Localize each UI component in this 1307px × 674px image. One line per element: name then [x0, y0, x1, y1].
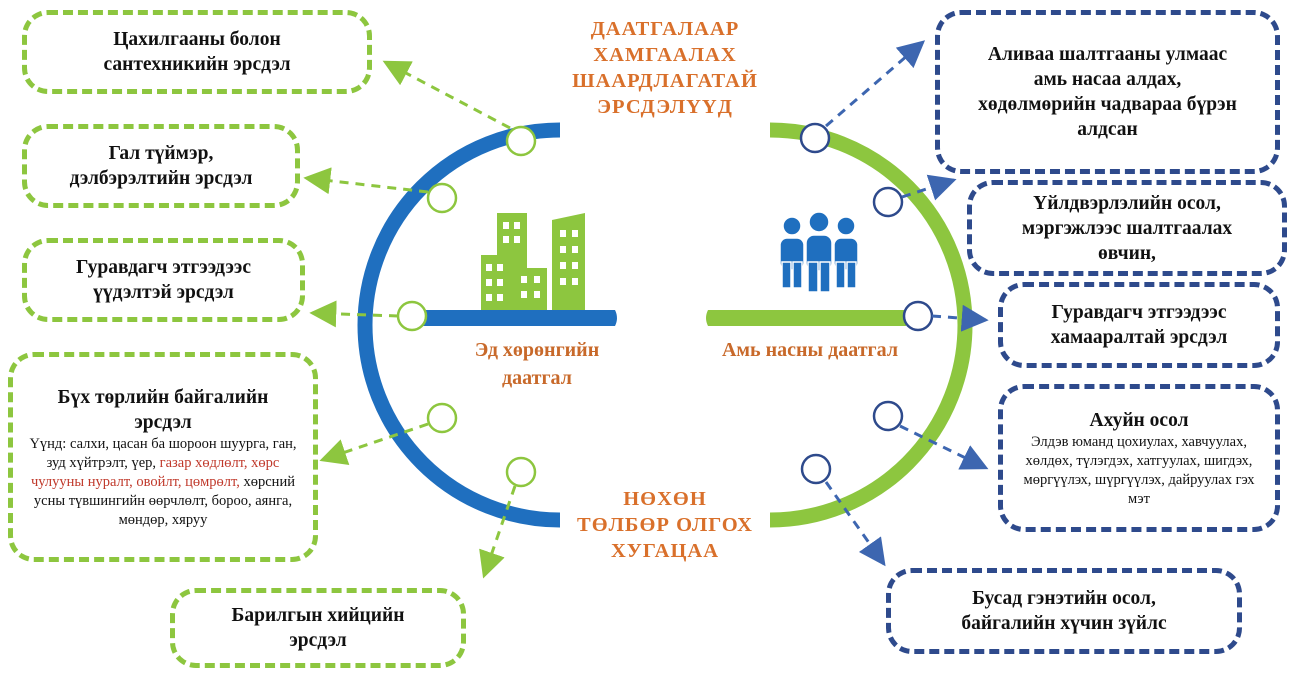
bottom-title-line: НӨХӨН	[623, 488, 707, 510]
risk-box-industrial: Үйлдвэрлэлийн осол, мэргэжлээс шалтгаала…	[967, 180, 1287, 276]
life-caption: Амь насны даатгал	[690, 336, 930, 364]
risk-box-title: Үйлдвэрлэлийн осол,	[1033, 192, 1221, 214]
risk-box-household: Ахуйн осол Элдэв юманд цохиулах, хавчуул…	[998, 384, 1280, 532]
property-platform	[423, 310, 617, 326]
property-ring-arc	[357, 122, 561, 528]
risk-box-title: Цахилгааны болон	[113, 29, 281, 50]
risk-box-title: сантехникийн эрсдэл	[103, 54, 291, 75]
risk-box-title: мэргэжлээс шалтгаалах	[1021, 217, 1233, 239]
top-title-line: ХАМГААЛАХ	[593, 44, 737, 66]
risk-box-title: өвчин,	[1098, 242, 1156, 264]
risk-box-other-accidents: Бусад гэнэтийн осол, байгалийн хүчин зүй…	[886, 568, 1242, 654]
top-title: ДААТГАЛААР ХАМГААЛАХ ШААРДЛАГАТАЙ ЭРСДЭЛ…	[565, 16, 765, 120]
right-arrows	[824, 40, 989, 567]
risk-box-title: хамааралтай эрсдэл	[1050, 327, 1228, 348]
buildings-icon	[481, 213, 585, 310]
natural-details-text: хөрсний усны түвшингийн өөрчлөлт, бороо,…	[33, 473, 295, 528]
property-caption: Эд хөрөнгийн даатгал	[447, 336, 627, 392]
life-platform	[706, 310, 906, 326]
risk-box-details: Элдэв юманд цохиулах, хавчуулах, хөлдөх,…	[1023, 433, 1255, 507]
risk-box-construction: Барилгын хийцийн эрсдэл	[170, 588, 466, 668]
risk-box-death-disability: Аливаа шалтгааны улмаас амь насаа алдах,…	[935, 10, 1280, 174]
top-title-line: ЭРСДЭЛҮҮД	[597, 96, 733, 118]
risk-box-title: Гуравдагч этгээдээс	[76, 257, 251, 278]
risk-box-title: Бусад гэнэтийн осол,	[972, 588, 1156, 609]
risk-box-title: Барилгын хийцийн	[231, 605, 405, 626]
risk-box-title: Аливаа шалтгааны улмаас	[987, 44, 1228, 65]
risk-box-title: Ахуйн осол	[1089, 409, 1189, 431]
risk-box-title: Гал түймэр,	[108, 143, 214, 164]
risk-box-title: амь насаа алдах,	[1033, 69, 1182, 90]
natural-details-text: Үүнд: салхи, цасан ба шороон шуурга, ган…	[29, 435, 297, 471]
people-icon	[779, 211, 859, 293]
property-caption-line: даатгал	[502, 367, 572, 389]
bottom-title-line: ТӨЛБӨР ОЛГОХ	[577, 514, 753, 536]
risk-box-title: эрсдэл	[134, 411, 192, 433]
risk-box-title: эрсдэл	[289, 630, 347, 651]
risk-box-title: үүдэлтэй эрсдэл	[93, 282, 234, 303]
risk-box-third-party: Гуравдагч этгээдээс үүдэлтэй эрсдэл	[22, 238, 305, 322]
risk-box-title: Бүх төрлийн байгалийн	[57, 386, 269, 408]
risk-box-title: дэлбэрэлтийн эрсдэл	[69, 168, 253, 189]
risk-box-title: алдсан	[1077, 119, 1138, 140]
bottom-title: НӨХӨН ТӨЛБӨР ОЛГОХ ХУГАЦАА	[570, 486, 760, 564]
left-arrows	[303, 60, 517, 579]
natural-details-highlight: газар хөдлөлт, хөрс чулууны нуралт, овой…	[31, 454, 280, 490]
risk-box-title: Гуравдагч этгээдээс	[1051, 302, 1227, 323]
property-caption-line: Эд хөрөнгийн	[474, 339, 600, 361]
risk-box-natural: Бүх төрлийн байгалийн эрсдэл Үүнд: салхи…	[8, 352, 318, 562]
life-caption-line: Амь насны даатгал	[721, 339, 899, 361]
top-title-line: ШААРДЛАГАТАЙ	[572, 70, 758, 92]
top-title-line: ДААТГАЛААР	[590, 18, 740, 40]
risk-box-fire: Гал түймэр, дэлбэрэлтийн эрсдэл	[22, 124, 300, 208]
risk-box-electrical: Цахилгааны болон сантехникийн эрсдэл	[22, 10, 372, 94]
bottom-title-line: ХУГАЦАА	[610, 540, 720, 562]
risk-box-details: Үүнд: салхи, цасан ба шороон шуурга, ган…	[25, 435, 301, 530]
risk-box-title: байгалийн хүчин зүйлс	[961, 613, 1167, 634]
ring-nodes	[396, 122, 934, 488]
risk-box-third-party-life: Гуравдагч этгээдээс хамааралтай эрсдэл	[998, 282, 1280, 368]
risk-box-title: хөдөлмөрийн чадвараа бүрэн	[978, 94, 1237, 115]
